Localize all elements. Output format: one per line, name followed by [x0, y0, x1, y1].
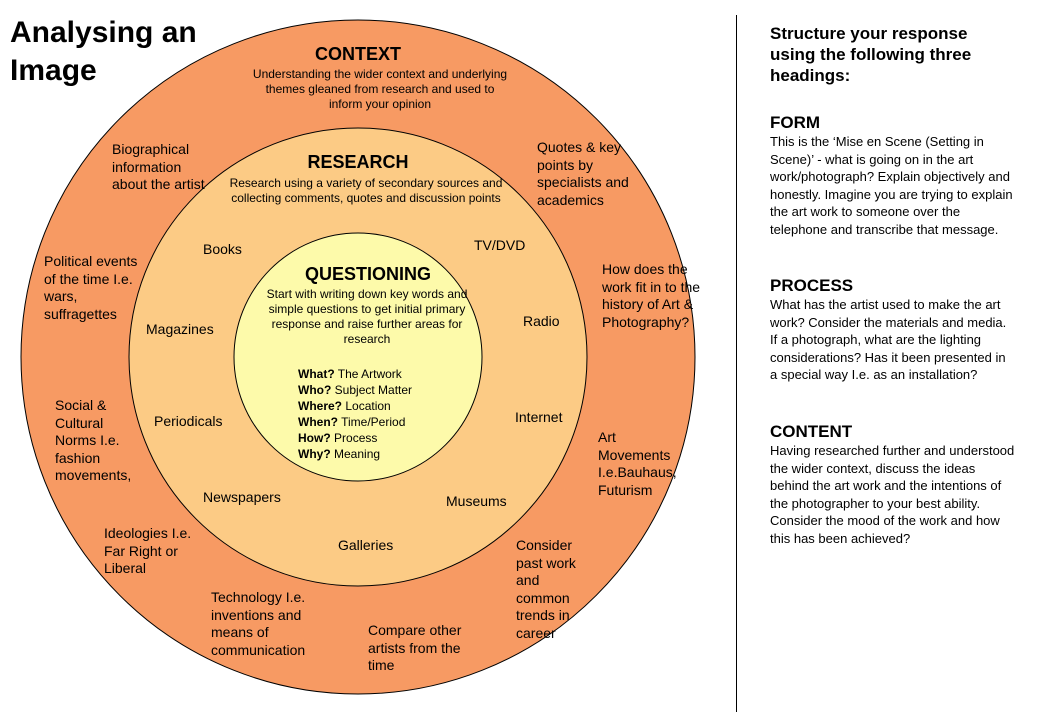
research-item-radio: Radio: [523, 313, 560, 329]
section-heading-form: FORM: [770, 113, 821, 132]
section-body-form: This is the ‘Mise en Scene (Setting in S…: [770, 134, 1013, 237]
research-item-books: Books: [203, 241, 242, 257]
context-description: Understanding the wider context and unde…: [252, 67, 508, 111]
sidebar-section-content: CONTENT Having researched further and un…: [770, 422, 1015, 548]
context-item-past-work: Consider past work and common trends in …: [516, 537, 576, 641]
questioning-heading: QUESTIONING: [304, 264, 431, 284]
question-row: Why? Meaning: [298, 447, 381, 461]
question-row: Where? Location: [298, 399, 391, 413]
page-title: Analysing an Image: [10, 16, 197, 87]
questioning-description: Start with writing down key words and si…: [266, 287, 468, 346]
question-row: What? The Artwork: [298, 367, 402, 381]
context-item-compare-artists: Compare other artists from the time: [368, 622, 462, 673]
context-item-history: How does the work fit in to the history …: [602, 261, 701, 330]
questions-list: What? The Artwork Who? Subject Matter Wh…: [298, 366, 458, 462]
question-row: How? Process: [298, 431, 378, 445]
section-heading-process: PROCESS: [770, 276, 854, 295]
research-item-magazines: Magazines: [146, 321, 214, 337]
context-item-art-movements: Art Movements I.e.Bauhaus, Futurism: [598, 429, 677, 498]
research-item-periodicals: Periodicals: [154, 413, 223, 429]
context-heading: CONTEXT: [314, 44, 401, 64]
section-body-process: What has the artist used to make the art…: [770, 297, 1007, 383]
questioning-ring: [233, 232, 483, 482]
question-row: Who? Subject Matter: [298, 383, 413, 397]
context-item-ideologies: Ideologies I.e. Far Right or Liberal: [104, 525, 192, 576]
context-item-technology: Technology I.e. inventions and means of …: [211, 589, 306, 658]
research-item-tv-dvd: TV/DVD: [474, 237, 526, 253]
research-description: Research using a variety of secondary so…: [229, 176, 503, 205]
research-item-museums: Museums: [446, 493, 507, 509]
concentric-rings-diagram: [20, 19, 696, 695]
question-row: When? Time/Period: [298, 415, 406, 429]
research-heading: RESEARCH: [307, 152, 409, 172]
sidebar-section-process: PROCESS What has the artist used to make…: [770, 276, 1015, 384]
sidebar-intro: Structure your response using the follow…: [770, 24, 972, 85]
vertical-divider: [736, 15, 737, 712]
research-item-galleries: Galleries: [338, 537, 394, 553]
section-heading-content: CONTENT: [770, 422, 853, 441]
context-item-biographical: Biographical information about the artis…: [112, 141, 205, 192]
context-item-social: Social & Cultural Norms I.e. fashion mov…: [55, 397, 132, 483]
context-item-quotes: Quotes & key points by specialists and a…: [537, 139, 629, 208]
section-body-content: Having researched further and understood…: [770, 443, 1015, 546]
context-item-political: Political events of the time I.e. wars, …: [44, 253, 138, 322]
sidebar-section-form: FORM This is the ‘Mise en Scene (Setting…: [770, 113, 1015, 239]
research-item-internet: Internet: [515, 409, 563, 425]
research-item-newspapers: Newspapers: [203, 489, 281, 505]
